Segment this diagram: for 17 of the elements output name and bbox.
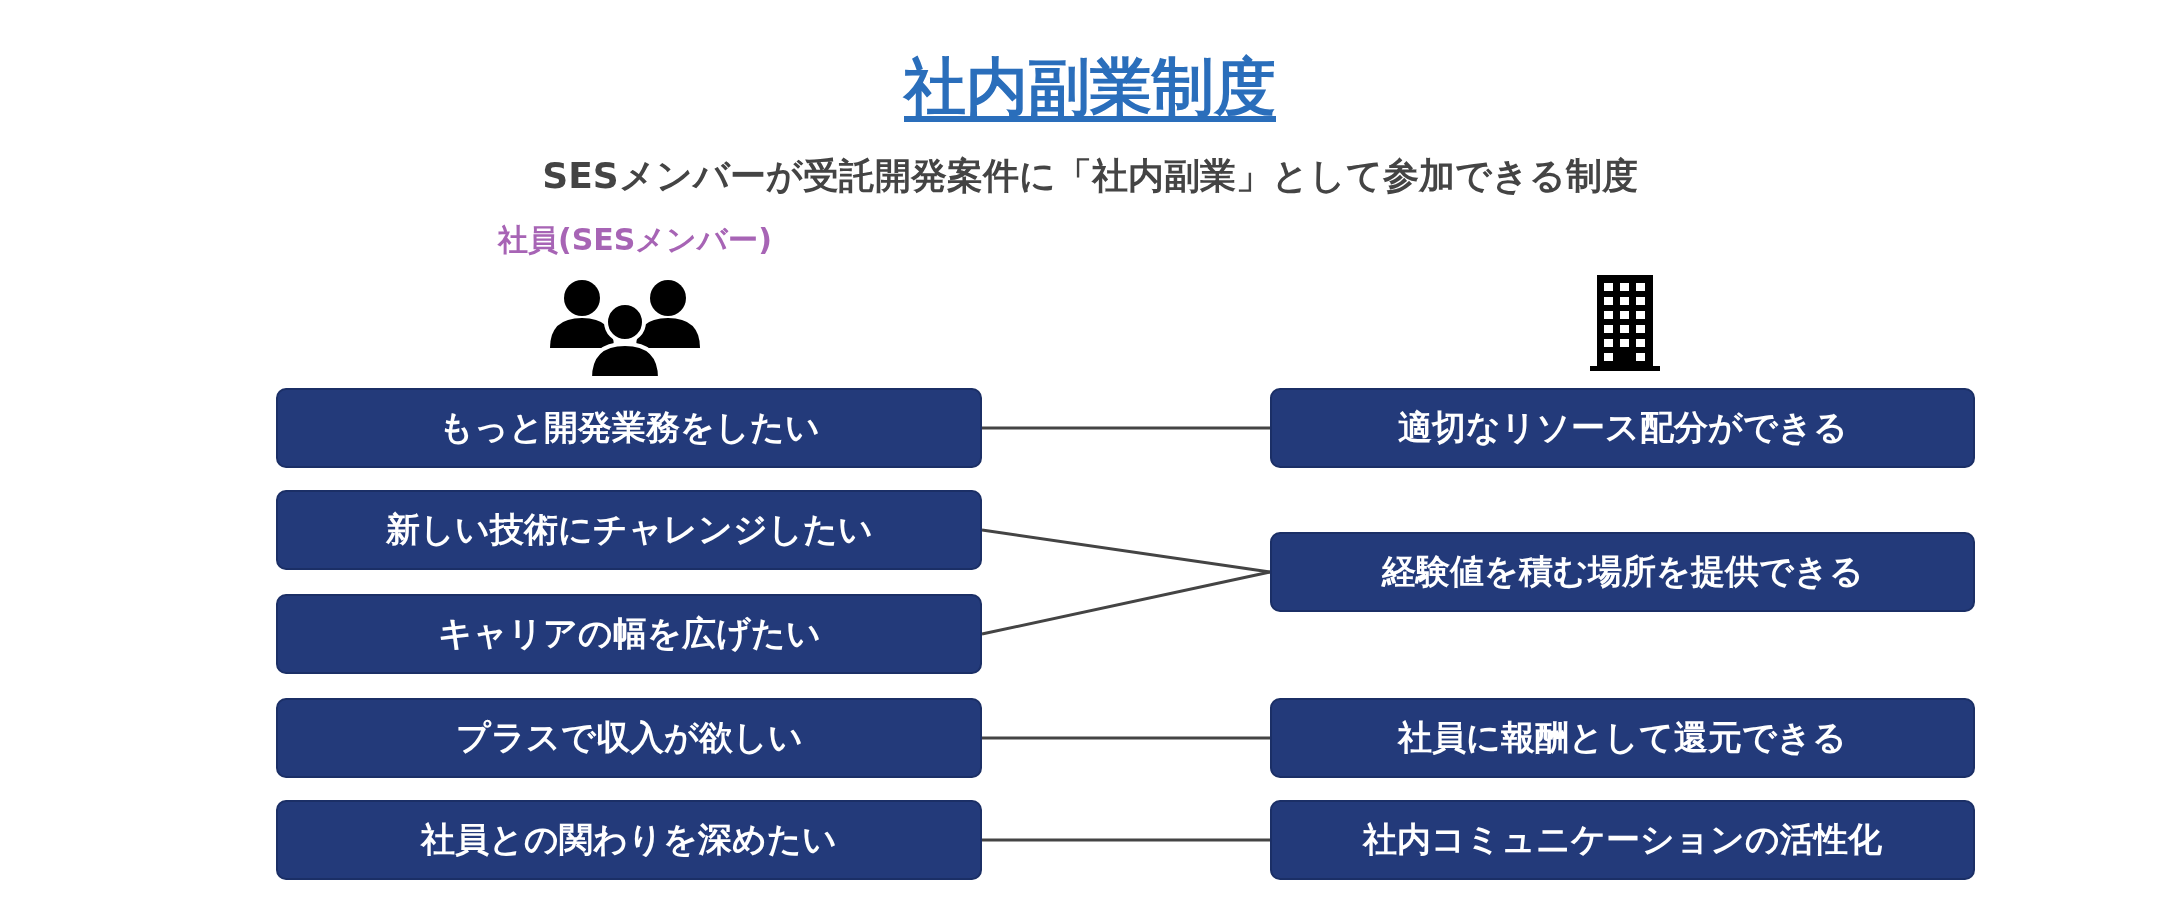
text-box: 経験値を積む場所を提供できる xyxy=(1270,532,1975,612)
subtitle: SESメンバーが受託開発案件に「社内副業」として参加できる制度 xyxy=(541,154,1639,198)
text-box: 適切なリソース配分ができる xyxy=(1270,388,1975,468)
column-heading: 社員(SESメンバー) xyxy=(496,221,774,259)
connector-line xyxy=(982,426,1270,430)
text-box: 新しい技術にチャレンジしたい xyxy=(276,490,982,570)
text-box: もっと開発業務をしたい xyxy=(276,388,982,468)
connector-line xyxy=(982,838,1270,842)
text-box: 社員との関わりを深めたい xyxy=(276,800,982,880)
text-box: 社員に報酬として還元できる xyxy=(1270,698,1975,778)
connector-line xyxy=(981,528,1271,574)
text-box: キャリアの幅を広げたい xyxy=(276,594,982,674)
text-box: 社内コミュニケーションの活性化 xyxy=(1270,800,1975,880)
connector-line xyxy=(982,736,1270,740)
title: 社内副業制度 xyxy=(902,49,1277,125)
text-box: プラスで収入が欲しい xyxy=(276,698,982,778)
connector-line xyxy=(981,570,1271,636)
